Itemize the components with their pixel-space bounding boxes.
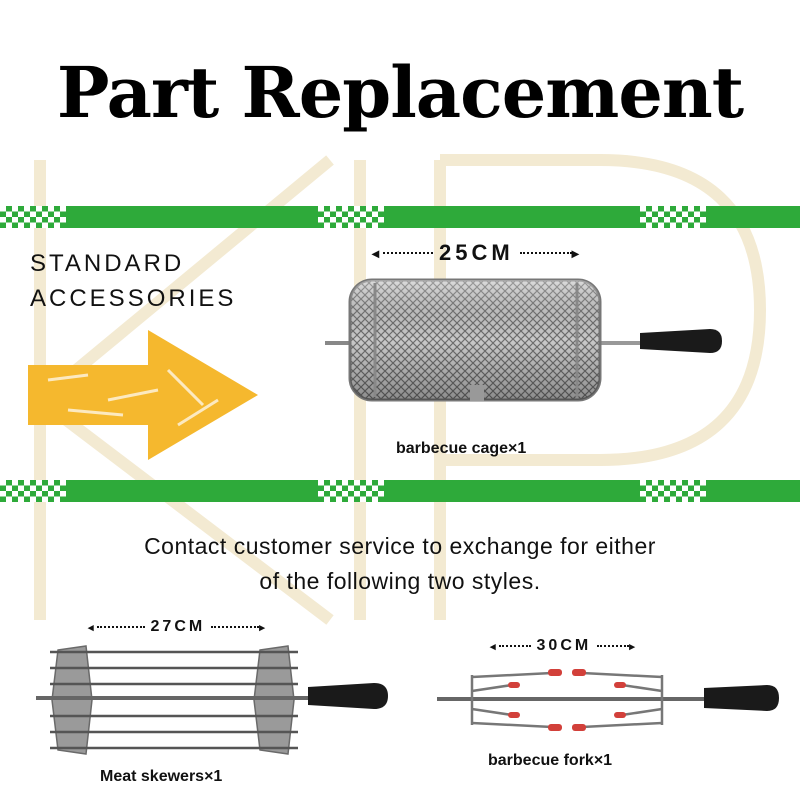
- barbecue-fork-image: [437, 669, 779, 731]
- fork-dimension-label: 30CM: [536, 637, 592, 654]
- skewers-caption: Meat skewers×1: [100, 768, 223, 785]
- accessories-label: ACCESSORIES: [30, 285, 237, 312]
- cage-caption: barbecue cage×1: [396, 440, 527, 457]
- page-title: Part Replacement: [56, 51, 744, 134]
- barbecue-cage-image: [325, 278, 722, 402]
- fork-caption: barbecue fork×1: [488, 752, 613, 769]
- standard-label: STANDARD: [30, 250, 185, 277]
- meat-skewers-image: [36, 645, 388, 755]
- cage-dimension-label: 25CM: [439, 240, 514, 265]
- arrow-icon: [28, 330, 258, 460]
- skewers-dimension-label: 27CM: [150, 618, 206, 635]
- fork-dimension: ◂ 30CM ▸: [490, 637, 638, 654]
- bottom-stripe: [0, 480, 800, 502]
- contact-line-1: Contact customer service to exchange for…: [144, 533, 656, 559]
- cage-dimension: ◂ 25CM ▸: [372, 240, 583, 265]
- top-stripe: [0, 206, 800, 228]
- skewers-dimension: ◂ 27CM ▸: [88, 618, 268, 635]
- contact-line-2: of the following two styles.: [259, 568, 541, 594]
